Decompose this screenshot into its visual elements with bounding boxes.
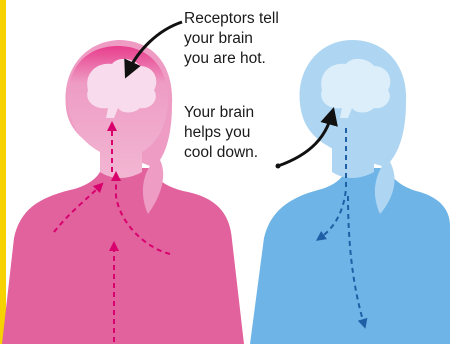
caption-cool-line: Your brain bbox=[184, 103, 294, 123]
caption-hot-line: Receptors tell bbox=[184, 9, 334, 29]
caption-hot-line: you are hot. bbox=[184, 49, 334, 69]
caption-cool-line: helps you bbox=[184, 123, 294, 143]
caption-cool-line: cool down. bbox=[184, 143, 294, 163]
caption-hot: Receptors tell your brain you are hot. bbox=[184, 9, 334, 69]
caption-cool: Your brain helps you cool down. bbox=[184, 103, 294, 163]
hot-person-figure bbox=[2, 40, 244, 344]
hot-person-body bbox=[2, 168, 244, 344]
cool-person-figure bbox=[250, 40, 450, 344]
cool-person-body bbox=[250, 168, 450, 344]
caption-hot-line: your brain bbox=[184, 29, 334, 49]
pointer-start-dot bbox=[276, 164, 281, 169]
